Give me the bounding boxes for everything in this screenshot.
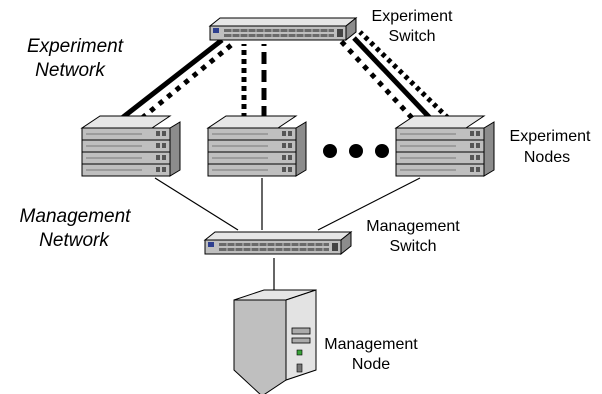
management-network-label: Management Network <box>20 206 132 251</box>
svg-text:Management: Management <box>20 206 132 227</box>
svg-text:Experiment: Experiment <box>27 36 124 57</box>
management-links <box>154 177 421 294</box>
management-switch-label: Management Switch <box>366 218 460 255</box>
svg-text:Management: Management <box>366 218 460 235</box>
svg-text:Switch: Switch <box>388 28 435 45</box>
experiment-nodes-label: Experiment Nodes <box>510 128 591 166</box>
experiment-switch-label: Experiment Switch <box>372 8 453 45</box>
svg-text:Network: Network <box>39 230 110 251</box>
management-node-label: Management Node <box>324 336 418 373</box>
ellipsis-dots <box>323 144 389 158</box>
experiment-links <box>120 30 450 120</box>
svg-text:Node: Node <box>352 356 390 373</box>
rack-server-icon <box>207 115 307 177</box>
management-switch-icon <box>204 231 352 255</box>
experiment-network-label: Experiment Network <box>27 36 124 81</box>
svg-text:Experiment: Experiment <box>372 8 453 25</box>
svg-text:Network: Network <box>35 60 106 81</box>
svg-text:Management: Management <box>324 336 418 353</box>
svg-text:Nodes: Nodes <box>524 149 570 166</box>
rack-server-icon <box>395 115 495 177</box>
experiment-switch-icon <box>209 17 357 41</box>
svg-text:Experiment: Experiment <box>510 128 591 145</box>
svg-text:Switch: Switch <box>389 238 436 255</box>
rack-server-icon <box>81 115 181 177</box>
tower-computer-icon <box>233 289 317 394</box>
